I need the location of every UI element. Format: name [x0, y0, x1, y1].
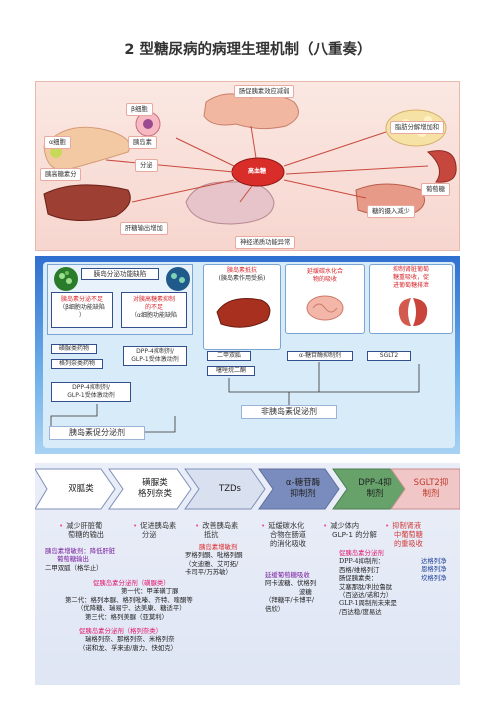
drug-class-panel: 胰岛分泌功能缺陷 胰岛素分泌不足 （β细胞功能缺陷 ） 对胰高糖素抑制 的不足 …	[35, 256, 460, 454]
glucagon-label: 胰高糖素分	[40, 168, 82, 181]
non-secretagogue-box: 非胰岛素促泌剂	[241, 405, 337, 419]
mechanism-sglt2: •抑制肾液中葡萄糖的重吸收	[385, 521, 423, 548]
liver-icon	[216, 298, 271, 328]
dpp4-glp1-bottom-box: DPP-4抑制剂/ GLP-1受体激动剂	[51, 382, 131, 402]
hyperglycemia-label: 高血糖	[248, 168, 267, 175]
pathophysiology-panel: β细胞 α细胞 胰高糖素分 胰岛素 分泌 肠促胰素效应减弱 脂肪分解增加和 葡萄…	[35, 81, 460, 251]
dpp4-glp1-box: DPP-4抑制剂/ GLP-1受体激动剂	[123, 346, 187, 366]
neuro-label: 神经递质功能异常	[235, 236, 296, 249]
alpha-cell-label: α细胞	[44, 136, 71, 149]
arrow-shape-tzd	[184, 468, 266, 510]
sglt2-box: SGLT2	[367, 351, 411, 361]
kidney-illustration	[426, 150, 457, 183]
arrow-agi: α-糖苷酶 抑制剂	[285, 478, 321, 499]
agi-box: α-糖苷酶抑制剂	[287, 351, 353, 361]
note-tzd: 胰岛素增敏剂 罗格列酮、吡格列酮 （文迪雅、艾可拓/ 卡司平/万苏敏）	[185, 543, 243, 577]
note-sulfonylurea: 促胰岛素分泌剂（磺脲类） 第一代：甲苯磺丁脲 第二代：格列本脲、格列吡嗪、齐特、…	[65, 579, 193, 621]
brain-illustration	[185, 181, 275, 225]
tzd-box: 噻唑烷二酮	[207, 366, 255, 376]
connector-lines	[50, 362, 420, 433]
resistance-header: 胰岛素抵抗 (胰岛素作用受损)	[206, 267, 278, 285]
note-glinide: 促胰岛素分泌剂（格列奈类） 瑞格列奈、那格列奈、米格列奈 （诺和龙、孚来迪/唐力…	[79, 627, 178, 652]
arrow-shape-biguanide	[35, 468, 116, 510]
arrow-dpp4: DPP-4抑 制剂	[358, 478, 392, 499]
arrow-tzd: TZDs	[219, 483, 241, 494]
arrow-sglt2: SGLT2抑 制剂	[413, 478, 449, 499]
lipolysis-label: 脂肪分解增加和	[390, 121, 445, 134]
arrow-shape-sulfonylurea	[108, 468, 192, 510]
kidney-icon	[398, 298, 428, 326]
incretin-label: 肠促胰素效应减弱	[234, 85, 295, 98]
page-title: 2 型糖尿病的病理生理机制（八重奏）	[124, 42, 372, 58]
beta-cell-label: β细胞	[126, 103, 153, 116]
kidney-label: 葡萄糖	[421, 183, 450, 196]
secretagogue-box: 胰岛素促分泌剂	[49, 426, 145, 440]
mechanism-tzd: •改善胰岛素抵抗	[195, 521, 239, 539]
insulin-label: 胰岛素	[128, 136, 157, 149]
arrow-biguanide: 双胍类	[68, 483, 94, 494]
hepatic-label: 肝糖输出增加	[120, 222, 168, 235]
note-sglt2: 达格列净 恩格列净 坎格列净	[421, 557, 447, 582]
arrow-shape-agi	[258, 468, 340, 510]
arrow-shape-sglt2	[390, 468, 460, 510]
mechanism-agi: •延缓碳水化合物在肠道的消化吸收	[261, 521, 306, 548]
insulin-deficiency-header: 胰岛分泌功能缺陷	[81, 268, 159, 280]
glinide-box: 格列奈类药物	[51, 359, 103, 369]
drug-arrow-shapes	[35, 468, 460, 510]
arrow-sulfonylurea: 磺脲类 格列奈类	[137, 478, 172, 499]
alpha-deficit-box: 对胰高糖素抑制 的不足 （α细胞功能缺陷	[121, 292, 187, 328]
secretion-label: 分泌	[135, 159, 158, 172]
alpha-micrograph-icon	[166, 267, 190, 291]
beta-deficit-box: 胰岛素分泌不足 （β细胞功能缺陷 ）	[51, 292, 113, 328]
renal-header: 抑制肾脏葡萄 糖重吸收，促 进葡萄糖排泄	[371, 266, 451, 292]
note-sensitizer: 胰岛素增敏剂：降低肝脏 葡萄糖输出 二甲双胍（格华止）	[45, 547, 116, 572]
mechanism-sulfonylurea: •促进胰岛素分泌	[133, 521, 177, 539]
drug-mechanism-panel: 双胍类 磺脲类 格列奈类 TZDs α-糖苷酶 抑制剂 DPP-4抑 制剂 SG…	[35, 463, 460, 685]
mechanism-biguanide: •减少肝脏葡萄糖的输出	[59, 521, 104, 539]
uptake-label: 糖的摄入减少	[367, 205, 415, 218]
metformin-box: 二甲双胍	[207, 351, 251, 361]
islet-micrograph-icon	[54, 267, 78, 291]
liver-illustration	[43, 184, 131, 222]
sulfonylurea-box: 磺脲类药物	[51, 344, 97, 354]
drug-arrow-row: 双胍类 磺脲类 格列奈类 TZDs α-糖苷酶 抑制剂 DPP-4抑 制剂 SG…	[35, 463, 460, 515]
note-dpp4: 促胰岛素分泌剂 DPP-4抑制剂： 西格/维格列汀 肠促胰素类： 艾塞那肽/利拉…	[339, 549, 397, 616]
intestine-illustration	[203, 93, 299, 130]
intestine-icon	[306, 295, 344, 321]
carb-header: 延缓碳水化合 物的吸收	[287, 268, 363, 286]
note-agi: 延缓葡萄糖吸收 阿卡波糖、伏格列 波糖 （拜糖平/卡博平/ 倍欣）	[265, 571, 317, 613]
